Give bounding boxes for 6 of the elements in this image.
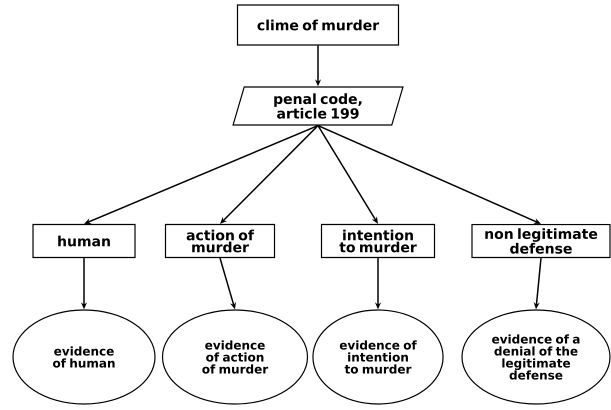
process-box: action of murder [164, 224, 276, 258]
title-box: clime of murder [236, 4, 400, 46]
process-box: intention to murder [320, 224, 436, 258]
process-box: human [32, 224, 136, 258]
process-box: non legitimate defense [471, 224, 611, 258]
parallelogram-box: penal code, article 199 [232, 86, 404, 126]
